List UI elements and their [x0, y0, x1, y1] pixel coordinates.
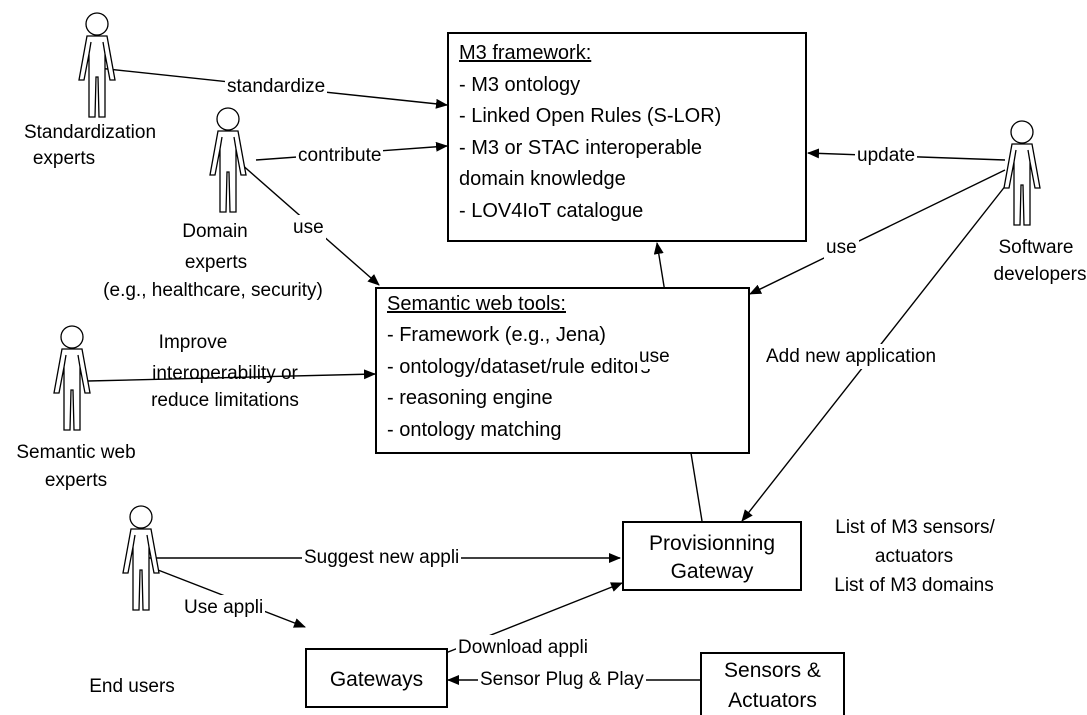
sensors-actuators-label-line2: Actuators [728, 689, 817, 712]
domain-experts-figure [209, 107, 247, 213]
domain-experts-label-line2: experts [184, 252, 248, 273]
edge-label-contribute: contribute [296, 143, 384, 168]
sensors-actuators-label-line1: Sensors & [724, 659, 821, 682]
semantic-tools-item: - ontology matching [387, 419, 562, 441]
edge-label-provisioning-use: use [637, 344, 672, 369]
semantic-tools-title: Semantic web tools: [387, 293, 566, 315]
semantic-web-experts-label-line2: experts [44, 470, 108, 491]
provisioning-note-line1: List of M3 sensors/ [835, 517, 995, 538]
m3-framework-item: - LOV4IoT catalogue [459, 200, 644, 222]
domain-experts-label-line1: Domain [182, 221, 248, 242]
edge-label-improve-line2: interoperability or [152, 363, 298, 384]
edge-label-improve-line1: Improve [158, 332, 228, 353]
provisioning-gateway-box: Provisionning Gateway [622, 521, 802, 591]
edge-label-sensor-plug-play: Sensor Plug & Play [478, 667, 646, 692]
provisioning-gateway-label-line2: Gateway [670, 560, 754, 583]
edge-label-standardize: standardize [225, 74, 328, 99]
edge-label-software-use: use [824, 235, 859, 260]
software-developers-label-line1: Software [998, 237, 1074, 258]
sensors-actuators-box: Sensors & Actuators [700, 652, 845, 715]
edge-label-update: update [855, 143, 918, 168]
semantic-web-experts-figure [53, 325, 91, 431]
standardization-experts-label-line2: experts [32, 148, 96, 169]
semantic-tools-item: - reasoning engine [387, 387, 553, 409]
edge-label-suggest-new-appli: Suggest new appli [302, 545, 462, 570]
m3-framework-item: - Linked Open Rules (S-LOR) [459, 105, 722, 127]
provisioning-gateway-label-line1: Provisionning [648, 532, 776, 555]
m3-framework-item: domain knowledge [459, 168, 626, 190]
gateways-label: Gateways [329, 668, 424, 691]
standardization-experts-figure [78, 12, 116, 118]
semantic-web-tools-box: Semantic web tools: - Framework (e.g., J… [375, 287, 750, 454]
semantic-tools-item: - ontology/dataset/rule editors [387, 356, 651, 378]
end-users-figure [122, 505, 160, 611]
semantic-web-experts-label-line1: Semantic web [16, 442, 136, 463]
m3-framework-title: M3 framework: [459, 42, 592, 64]
edge-label-improve-line3: reduce limitations [151, 390, 299, 411]
domain-experts-label-line3: (e.g., healthcare, security) [103, 280, 323, 301]
provisioning-note-line3: List of M3 domains [834, 575, 994, 596]
edge-improve [87, 369, 376, 382]
edge-software-use [749, 169, 1006, 295]
gateways-box: Gateways [305, 648, 448, 708]
software-developers-label-line2: developers [993, 264, 1087, 285]
software-developers-figure [1003, 120, 1041, 226]
edge-label-download-appli: Download appli [456, 635, 590, 660]
provisioning-note-line2: actuators [874, 546, 954, 567]
m3-framework-item: - M3 or STAC interoperable [459, 137, 703, 159]
standardization-experts-label-line1: Standardization [23, 122, 157, 143]
edge-label-domain-use: use [291, 215, 326, 240]
edge-label-add-new-application: Add new application [764, 344, 939, 369]
semantic-tools-item: - Framework (e.g., Jena) [387, 324, 606, 346]
edge-label-use-appli: Use appli [182, 595, 266, 620]
m3-framework-item: - M3 ontology [459, 74, 581, 96]
m3-framework-box: M3 framework: - M3 ontology - Linked Ope… [447, 32, 807, 242]
end-users-label: End users [89, 676, 175, 697]
